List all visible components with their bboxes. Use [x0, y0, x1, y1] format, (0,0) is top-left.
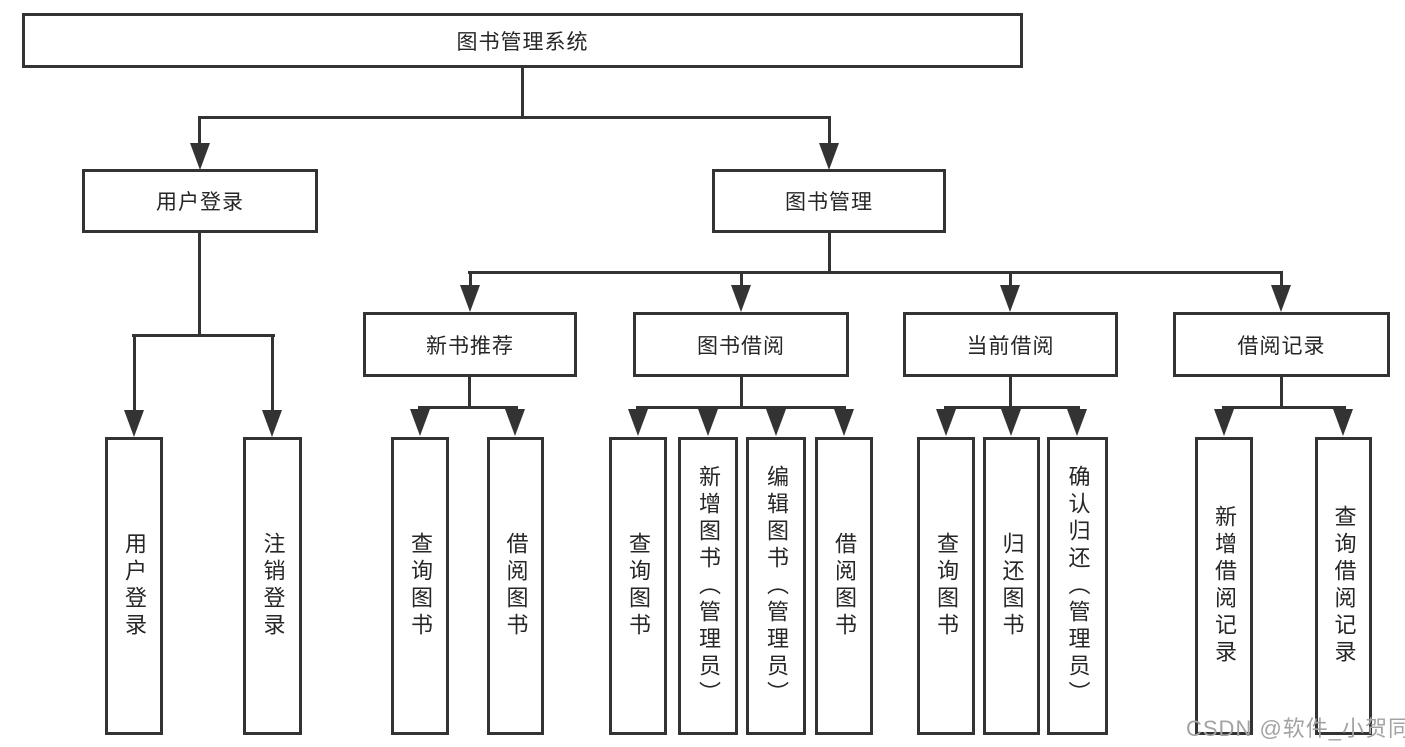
connector-line	[198, 233, 201, 337]
node-new-book-recommendation: 新书推荐	[363, 312, 577, 377]
leaf-label: 编辑图书（管理员）	[764, 464, 789, 708]
node-book-borrowing: 图书借阅	[633, 312, 849, 377]
csdn-watermark: CSDN @软件_小贺同学	[1186, 716, 1405, 741]
connector-line	[468, 271, 1283, 274]
arrow-down-icon	[460, 285, 480, 312]
node-label: 图书管理系统	[456, 30, 589, 54]
arrow-down-icon	[1000, 285, 1020, 312]
connector-line	[198, 116, 201, 144]
leaf-add-borrow-record: 新增借阅记录	[1195, 437, 1253, 735]
arrow-down-icon	[766, 409, 786, 436]
connector-line	[271, 334, 274, 412]
leaf-query-borrow-record: 查询借阅记录	[1315, 437, 1372, 735]
leaf-label: 借阅图书	[503, 532, 529, 640]
leaf-edit-books-admin: 编辑图书（管理员）	[746, 437, 806, 735]
arrow-down-icon	[505, 409, 525, 436]
connector-line	[1280, 271, 1283, 287]
leaf-user-login: 用户登录	[105, 437, 163, 735]
arrow-down-icon	[834, 409, 854, 436]
node-label: 图书借阅	[697, 334, 785, 358]
connector-line	[521, 68, 524, 119]
node-borrowing-records: 借阅记录	[1173, 312, 1390, 377]
node-label: 新书推荐	[426, 334, 514, 358]
arrow-down-icon	[698, 409, 718, 436]
connector-line	[198, 116, 831, 119]
arrow-down-icon	[731, 285, 751, 312]
leaf-borrow-books: 借阅图书	[487, 437, 544, 735]
node-label: 当前借阅	[966, 334, 1055, 358]
node-library-management-system: 图书管理系统	[22, 13, 1023, 68]
connector-line	[1222, 406, 1346, 409]
leaf-label: 查询借阅记录	[1331, 505, 1357, 667]
node-label: 借阅记录	[1237, 334, 1326, 358]
arrow-down-icon	[1333, 409, 1353, 436]
leaf-label: 查询图书	[408, 532, 433, 640]
leaf-label: 查询图书	[934, 532, 959, 640]
leaf-label: 查询图书	[626, 532, 651, 640]
arrow-down-icon	[410, 409, 430, 436]
leaf-label: 确认归还（管理员）	[1065, 464, 1091, 708]
connector-line	[132, 334, 275, 337]
connector-line	[468, 377, 471, 409]
arrow-down-icon	[1001, 409, 1021, 436]
leaf-label: 注销登录	[260, 532, 286, 640]
node-book-management: 图书管理	[712, 169, 946, 233]
connector-line	[828, 116, 831, 144]
connector-line	[1009, 271, 1012, 287]
leaf-query-books: 查询图书	[917, 437, 975, 735]
leaf-confirm-return-admin: 确认归还（管理员）	[1047, 437, 1108, 735]
arrow-down-icon	[819, 143, 839, 170]
leaf-label: 借阅图书	[832, 532, 857, 640]
leaf-query-books: 查询图书	[609, 437, 667, 735]
arrow-down-icon	[936, 409, 956, 436]
arrow-down-icon	[262, 410, 282, 437]
leaf-borrow-books: 借阅图书	[815, 437, 873, 735]
node-user-login: 用户登录	[82, 169, 318, 233]
connector-line	[1280, 377, 1283, 409]
connector-line	[740, 377, 743, 409]
arrow-down-icon	[190, 143, 210, 170]
node-label: 用户登录	[156, 191, 244, 214]
leaf-add-books-admin: 新增图书（管理员）	[678, 437, 738, 735]
arrow-down-icon	[1067, 409, 1087, 436]
arrow-down-icon	[1214, 409, 1234, 436]
connector-line	[133, 334, 136, 412]
connector-line	[636, 406, 846, 409]
leaf-logout: 注销登录	[243, 437, 302, 735]
leaf-label: 新增借阅记录	[1212, 505, 1237, 667]
leaf-return-books: 归还图书	[983, 437, 1040, 735]
leaf-label: 新增图书（管理员）	[696, 464, 721, 708]
arrow-down-icon	[124, 410, 144, 437]
leaf-label: 归还图书	[999, 532, 1025, 640]
connector-line	[828, 233, 831, 274]
connector-line	[1009, 377, 1012, 409]
connector-line	[740, 271, 743, 287]
arrow-down-icon	[628, 409, 648, 436]
arrow-down-icon	[1271, 285, 1291, 312]
leaf-query-books: 查询图书	[391, 437, 449, 735]
leaf-label: 用户登录	[122, 532, 147, 640]
connector-line	[418, 406, 518, 409]
connector-line	[944, 406, 1080, 409]
node-label: 图书管理	[785, 191, 873, 214]
node-current-borrowing: 当前借阅	[903, 312, 1118, 377]
connector-line	[469, 271, 472, 287]
